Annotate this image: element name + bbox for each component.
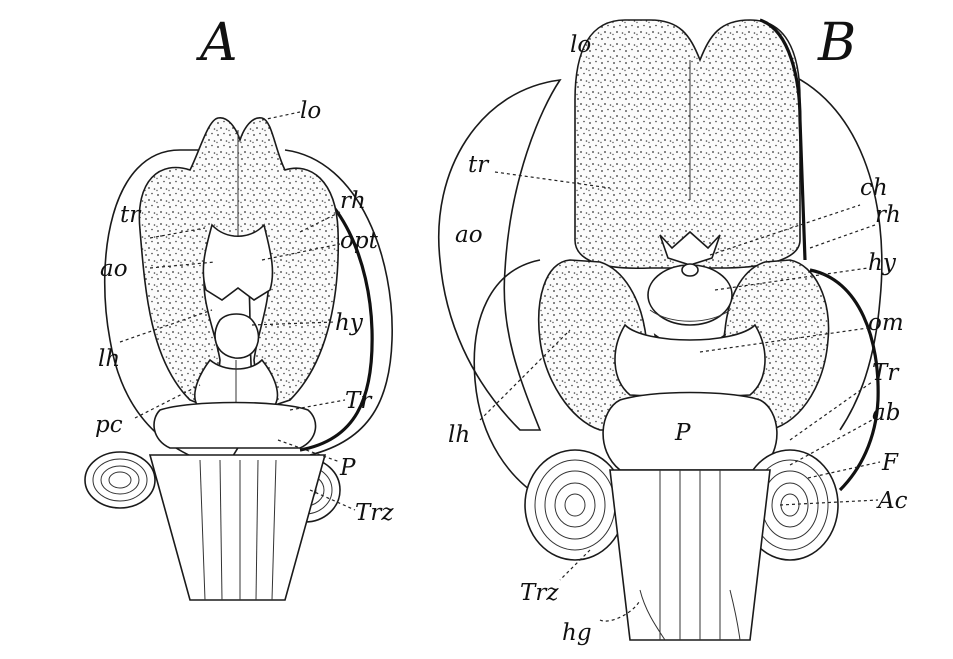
label-a-trz: Trz <box>355 500 394 526</box>
label-a-ao: ao <box>100 256 128 282</box>
panel-a-central-tract <box>203 225 272 300</box>
label-b-tr-cap: Tr <box>872 360 900 386</box>
panel-b-title: B <box>817 13 856 73</box>
label-a-rh: rh <box>340 188 366 214</box>
label-b-ch: ch <box>860 175 888 201</box>
label-b-om: om <box>868 310 904 336</box>
label-b-rh: rh <box>875 202 901 228</box>
label-b-tr: tr <box>468 152 490 178</box>
label-b-lh: lh <box>448 422 470 448</box>
label-b-ac: Ac <box>876 488 908 514</box>
label-b-ao: ao <box>455 222 483 248</box>
label-b-lo: lo <box>570 32 591 58</box>
panel-b-medulla <box>610 470 770 640</box>
panel-a-title: A <box>196 13 238 73</box>
panel-a-medulla <box>150 455 325 600</box>
label-b-hg: hg <box>562 620 592 646</box>
label-a-lh: lh <box>98 346 120 372</box>
label-a-tr: tr <box>120 202 142 228</box>
panel-a-cerebellum-left <box>85 452 155 508</box>
label-b-f: F <box>881 450 899 476</box>
panel-b-cortex-outline <box>439 80 560 430</box>
label-b-trz: Trz <box>520 580 559 606</box>
label-a-lo: lo <box>300 98 321 124</box>
label-b-hy: hy <box>868 250 897 276</box>
label-b-p: P <box>674 420 691 446</box>
panel-b-cerebellum-left <box>525 450 625 560</box>
label-a-hy: hy <box>335 310 364 336</box>
label-a-opt: opt <box>340 228 379 254</box>
panel-b-outer-lobe-left <box>474 260 545 500</box>
label-a-pc: pc <box>95 412 123 438</box>
panel-b-peduncles <box>615 325 765 398</box>
label-a-tr-cap: Tr <box>345 388 373 414</box>
label-a-p: P <box>339 455 356 481</box>
label-b-ab: ab <box>872 400 900 426</box>
panel-a-hypophysis <box>215 314 258 358</box>
panel-b-olfactory-lobes <box>575 20 800 268</box>
panel-b: B lo tr ch rh ao hy om Tr lh ab P F Ac T… <box>439 13 908 646</box>
panel-a: A lo tr rh opt ao hy lh Tr pc P Trz <box>85 13 394 600</box>
